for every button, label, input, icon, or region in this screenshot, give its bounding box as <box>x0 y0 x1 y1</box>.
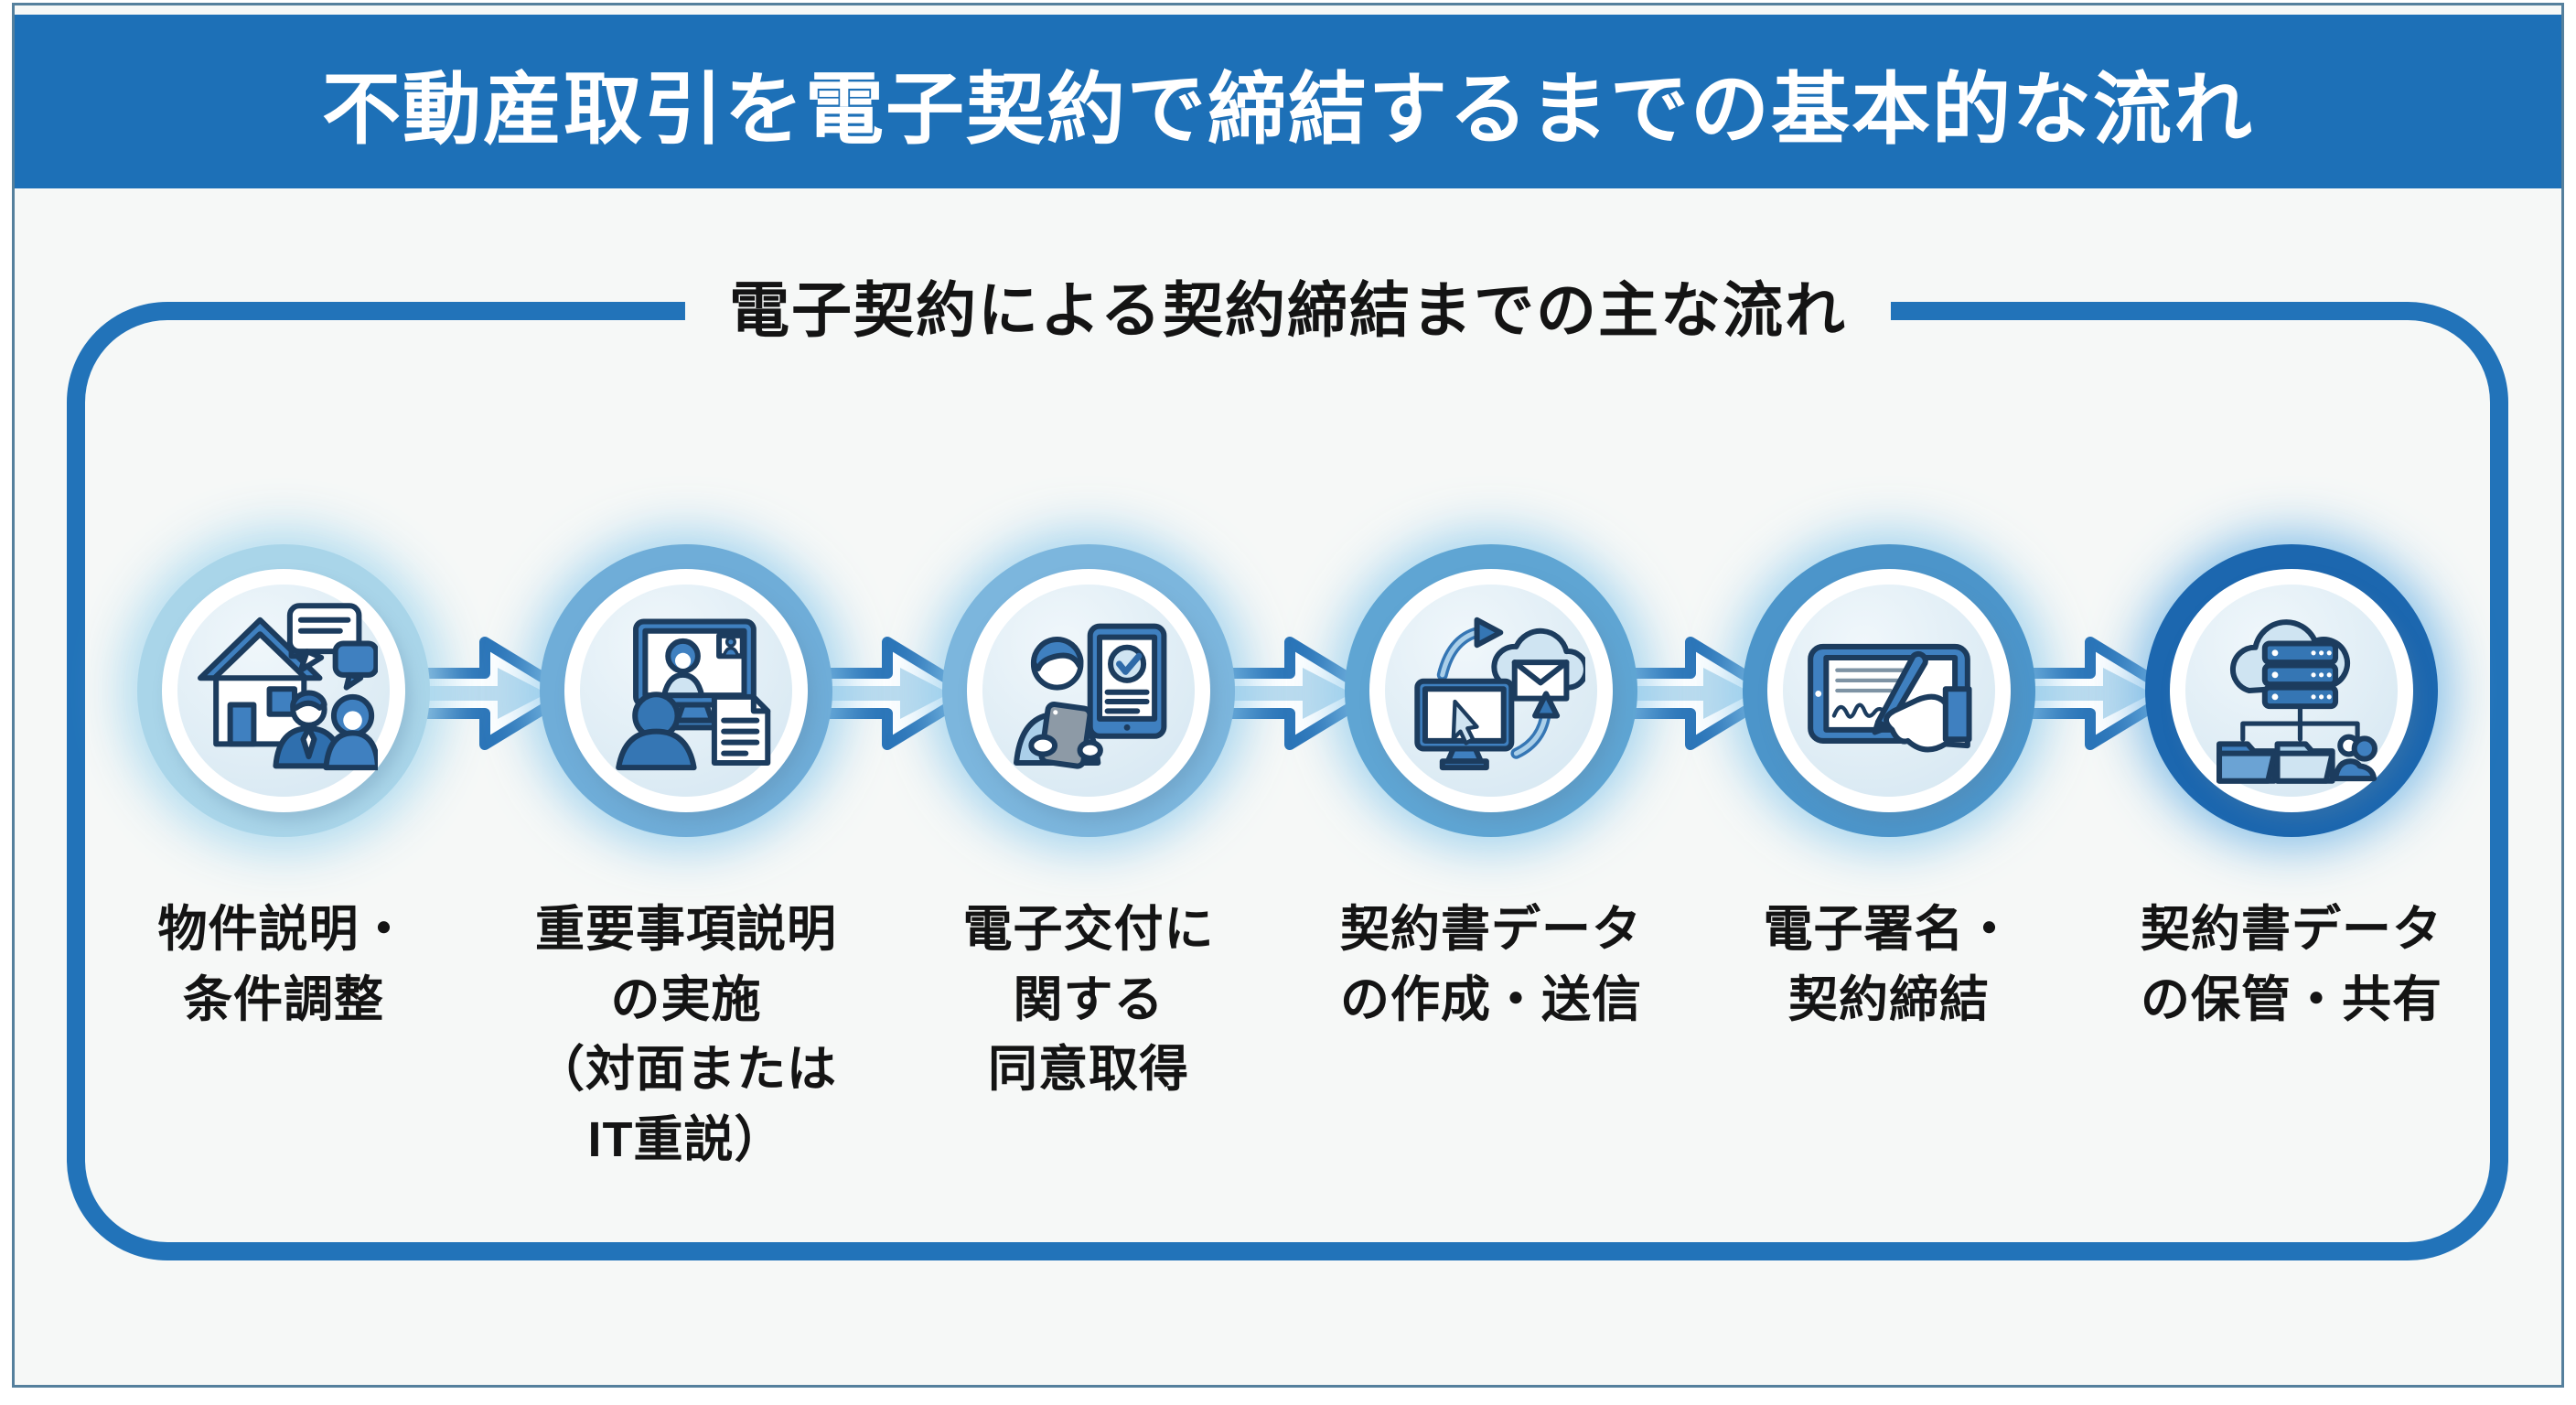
step-label: 物件説明・ 条件調整 <box>157 902 410 1027</box>
step-circle <box>1345 544 1637 837</box>
step-circle <box>2145 544 2438 837</box>
step-label: 重要事項説明 の実施 （対面または IT重説） <box>535 902 837 1168</box>
step-label: 電子署名・ 契約締結 <box>1763 902 2015 1027</box>
flow-box <box>67 302 2508 1260</box>
step-circle <box>942 544 1235 837</box>
tablet-consent-icon <box>1014 623 1167 769</box>
step-circle <box>1743 544 2035 837</box>
header-banner: 不動産取引を電子契約で締結するまでの基本的な流れ <box>15 15 2561 188</box>
step-label: 契約書データ の作成・送信 <box>1340 902 1642 1027</box>
flow-box-title: 電子契約による契約締結までの主な流れ <box>684 262 1892 349</box>
step-label: 契約書データ の保管・共有 <box>2141 902 2442 1027</box>
send-contract-icon <box>1414 617 1585 771</box>
cloud-storage-icon <box>2216 619 2377 784</box>
video-meeting-icon <box>616 618 771 771</box>
page-title: 不動産取引を電子契約で締結するまでの基本的な流れ <box>322 65 2254 154</box>
step-circle <box>137 544 430 837</box>
e-signature-icon <box>1808 643 1972 753</box>
step-label: 電子交付に 関する 同意取得 <box>962 902 1215 1098</box>
property-consultation-icon <box>198 603 378 771</box>
step-circle <box>540 544 832 837</box>
